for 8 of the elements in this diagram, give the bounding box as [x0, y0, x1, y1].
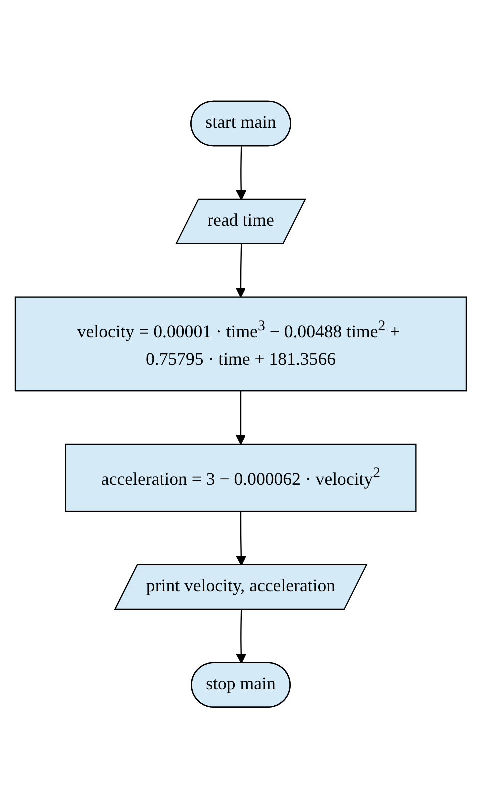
arrow	[236, 511, 247, 566]
arrow	[236, 244, 246, 298]
flowchart: start main read time velocity = 0.00001 · time$^{3}$ − 0.00488 time$^{2}$ + 0.75795 · time + 181.3566 acceleration = 3 − 0.000062 · velocity$^{2}$ print velocity, acceleration stop main	[6, 92, 476, 716]
node-box	[14, 296, 468, 392]
arrow	[236, 146, 247, 200]
arrow	[236, 390, 246, 445]
node-box	[65, 443, 417, 512]
arrow	[236, 610, 247, 664]
